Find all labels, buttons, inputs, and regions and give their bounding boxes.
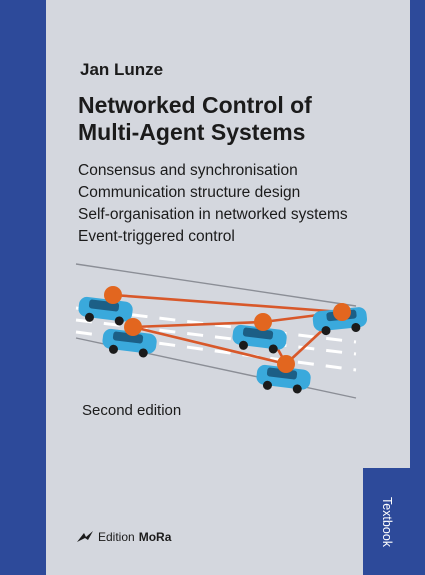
topic-item: Communication structure design — [78, 184, 301, 201]
topic-item: Self-organisation in networked systems — [78, 206, 348, 223]
publisher-prefix: Edition — [98, 530, 135, 544]
series-tab: Textbook — [363, 468, 410, 575]
bird-logo-icon — [77, 531, 93, 542]
title-line-1: Networked Control of — [78, 92, 312, 118]
road-edge-top — [75, 263, 357, 307]
right-blue-band — [410, 0, 425, 575]
topic-item: Consensus and synchronisation — [78, 162, 298, 179]
publisher-brand: MoRa — [138, 530, 172, 544]
topic-item: Event-triggered control — [78, 228, 235, 245]
book-title: Networked Control of Multi-Agent Systems — [78, 92, 398, 146]
edition-label: Second edition — [82, 402, 182, 419]
publisher-logo: Edition MoRa — [76, 530, 171, 544]
topic-list: Consensus and synchronisation Communicat… — [78, 160, 408, 248]
series-tab-label: Textbook — [379, 496, 394, 547]
agent-nodes — [104, 286, 351, 373]
car-icon — [232, 324, 287, 354]
author-name: Jan Lunze — [80, 60, 164, 79]
left-blue-band — [0, 0, 46, 575]
networked-cars-illustration — [75, 263, 368, 399]
title-line-2: Multi-Agent Systems — [78, 119, 306, 145]
